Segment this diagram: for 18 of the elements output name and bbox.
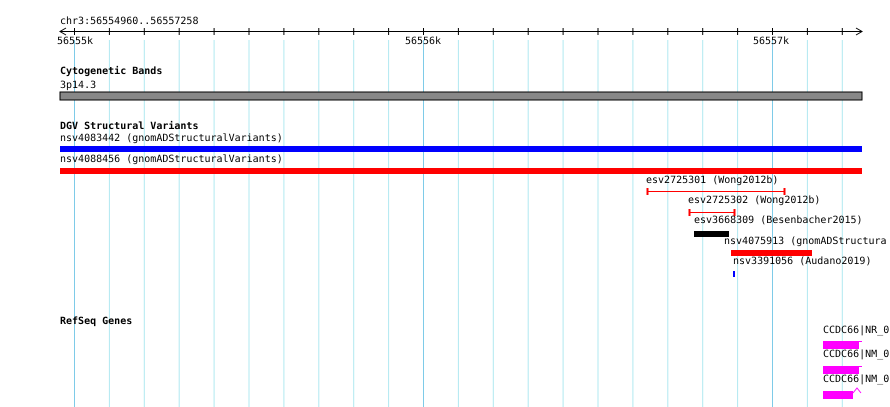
scale-label: 56555k bbox=[56, 36, 94, 48]
scale-label: 56557k bbox=[752, 36, 790, 48]
feature-label: CCDC66|NR_0 bbox=[823, 325, 890, 337]
track-title: DGV Structural Variants bbox=[60, 121, 198, 133]
scale-label: 56556k bbox=[404, 36, 442, 48]
feature-label: nsv3391056 (Audano2019) bbox=[733, 256, 872, 268]
feature-label: CCDC66|NM_0 bbox=[823, 349, 890, 361]
coordinate-range: chr3:56554960..56557258 bbox=[60, 16, 198, 28]
track-title: Cytogenetic Bands bbox=[60, 66, 162, 78]
feature-label: esv2725302 (Wong2012b) bbox=[688, 195, 820, 207]
track-title: RefSeq Genes bbox=[60, 316, 132, 328]
feature-label: nsv4083442 (gnomADStructuralVariants) bbox=[60, 133, 283, 145]
feature-label: CCDC66|NM_0 bbox=[823, 374, 890, 386]
feature-label: nsv4075913 (gnomADStructura bbox=[724, 236, 887, 248]
feature-label: nsv4088456 (gnomADStructuralVariants) bbox=[60, 154, 283, 166]
feature-label: esv3668309 (Besenbacher2015) bbox=[694, 215, 863, 227]
feature-label: 3p14.3 bbox=[60, 80, 96, 92]
feature-label: esv2725301 (Wong2012b) bbox=[646, 175, 778, 187]
